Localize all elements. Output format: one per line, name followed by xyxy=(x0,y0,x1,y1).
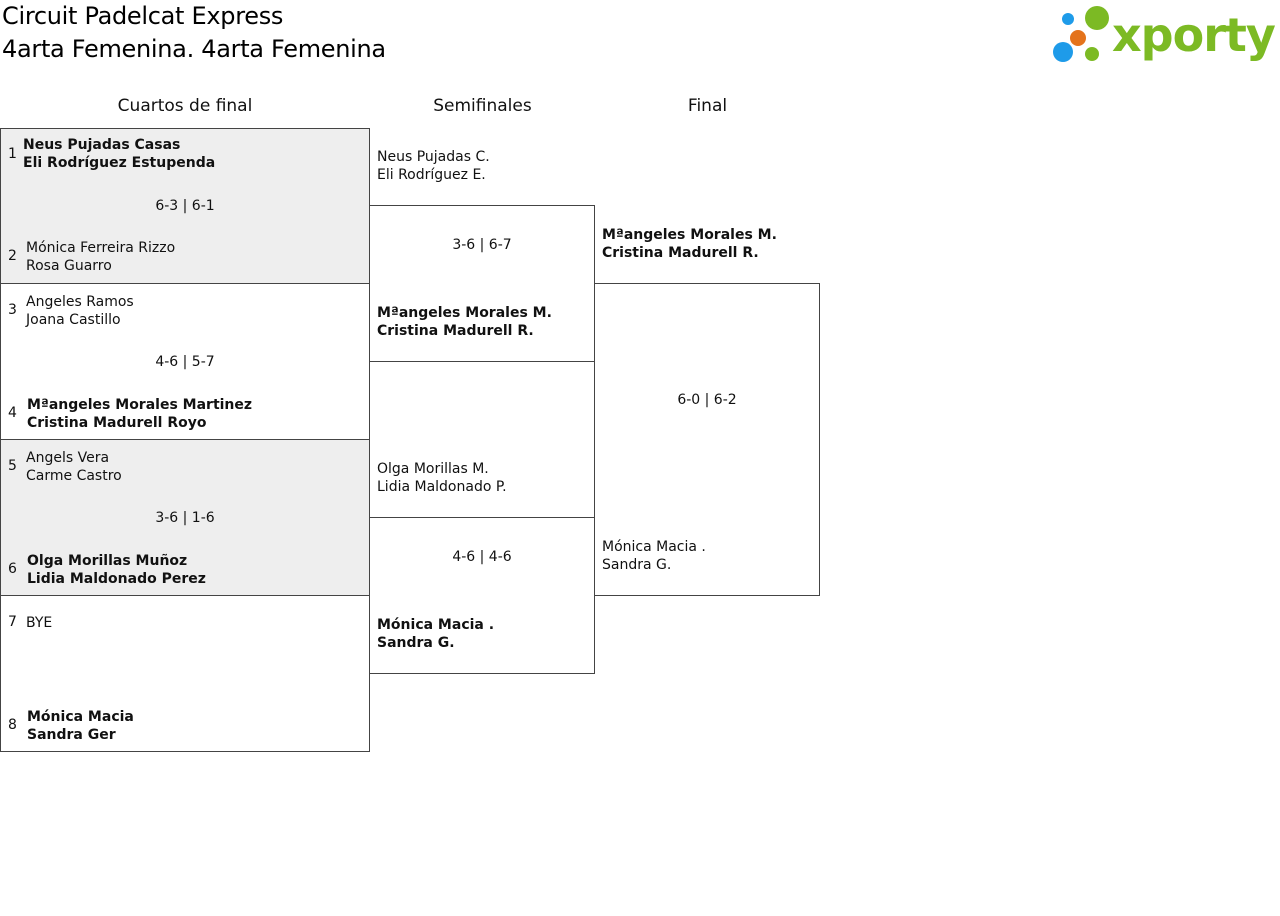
player-name: Mónica Macia xyxy=(27,709,134,725)
seed-number: 6 xyxy=(8,561,17,577)
team-entry: Angeles Ramos Joana Castillo xyxy=(26,293,134,329)
team-entry: Neus Pujadas Casas Eli Rodríguez Estupen… xyxy=(23,136,215,172)
semifinal-1-team-a: Neus Pujadas C. Eli Rodríguez E. xyxy=(377,148,490,184)
player-name: Eli Rodríguez E. xyxy=(377,167,486,183)
player-name: Lidia Maldonado Perez xyxy=(27,571,206,587)
player-name: Olga Morillas M. xyxy=(377,461,489,477)
player-name: Sandra Ger xyxy=(27,727,116,743)
semifinal-2-team-a: Olga Morillas M. Lidia Maldonado P. xyxy=(377,460,507,496)
xporty-logo-text: xporty xyxy=(1112,8,1276,62)
round-header-semifinals: Semifinales xyxy=(433,96,532,116)
player-name: Joana Castillo xyxy=(26,312,121,328)
match-score: 4-6 | 5-7 xyxy=(155,354,215,370)
seed-number: 5 xyxy=(8,458,17,474)
team-entry: Mónica Ferreira Rizzo Rosa Guarro xyxy=(26,239,175,275)
player-name: Olga Morillas Muñoz xyxy=(27,553,188,569)
match-score: 4-6 | 4-6 xyxy=(452,549,512,565)
xporty-logo-dots-icon xyxy=(1053,6,1109,62)
quarterfinal-match-3: 5 Angels Vera Carme Castro 3-6 | 1-6 6 O… xyxy=(0,439,370,596)
tournament-title: Circuit Padelcat Express xyxy=(2,2,284,30)
seed-number: 1 xyxy=(8,146,17,162)
match-score: 3-6 | 1-6 xyxy=(155,510,215,526)
quarterfinal-match-4: 7 BYE 8 Mónica Macia Sandra Ger xyxy=(0,595,370,752)
team-entry: Angels Vera Carme Castro xyxy=(26,449,122,485)
player-name: Cristina Madurell Royo xyxy=(27,415,207,431)
match-score: 6-3 | 6-1 xyxy=(155,198,215,214)
player-name: Cristina Madurell R. xyxy=(377,323,534,339)
team-entry: Mªangeles Morales Martinez Cristina Madu… xyxy=(27,396,252,432)
seed-number: 3 xyxy=(8,302,17,318)
quarterfinal-match-2: 3 Angeles Ramos Joana Castillo 4-6 | 5-7… xyxy=(0,283,370,440)
team-entry: Olga Morillas Muñoz Lidia Maldonado Pere… xyxy=(27,552,206,588)
player-name: Mónica Macia . xyxy=(602,539,706,555)
player-name: Mªangeles Morales M. xyxy=(377,305,552,321)
round-header-final: Final xyxy=(687,96,728,116)
player-name: Sandra G. xyxy=(377,635,455,651)
player-name: Angels Vera xyxy=(26,450,110,466)
player-name: BYE xyxy=(26,615,53,631)
player-name: Carme Castro xyxy=(26,468,122,484)
match-score: 6-0 | 6-2 xyxy=(677,392,737,408)
final-team-a: Mªangeles Morales M. Cristina Madurell R… xyxy=(602,226,777,262)
quarterfinal-match-1: 1 Neus Pujadas Casas Eli Rodríguez Estup… xyxy=(0,128,370,284)
player-name: Sandra G. xyxy=(602,557,672,573)
match-score: 3-6 | 6-7 xyxy=(452,237,512,253)
team-entry: Mónica Macia . Sandra G. xyxy=(602,538,706,574)
player-name: Mªangeles Morales M. xyxy=(602,227,777,243)
final-match: 6-0 | 6-2 Mónica Macia . Sandra G. xyxy=(594,283,820,596)
team-entry: Mónica Macia . Sandra G. xyxy=(377,616,494,652)
seed-number: 4 xyxy=(8,405,17,421)
semifinal-match-2: 4-6 | 4-6 Mónica Macia . Sandra G. xyxy=(369,517,595,674)
seed-number: 8 xyxy=(8,717,17,733)
player-name: Cristina Madurell R. xyxy=(602,245,759,261)
player-name: Neus Pujadas C. xyxy=(377,149,490,165)
seed-number: 7 xyxy=(8,614,17,630)
xporty-logo[interactable]: xporty xyxy=(1050,4,1276,68)
player-name: Angeles Ramos xyxy=(26,294,134,310)
player-name: Mªangeles Morales Martinez xyxy=(27,397,253,413)
semifinal-match-1: 3-6 | 6-7 Mªangeles Morales M. Cristina … xyxy=(369,205,595,362)
player-name: Lidia Maldonado P. xyxy=(377,479,507,495)
team-entry: BYE xyxy=(26,614,52,632)
player-name: Eli Rodríguez Estupenda xyxy=(23,155,216,171)
player-name: Rosa Guarro xyxy=(26,258,112,274)
team-entry: Mªangeles Morales M. Cristina Madurell R… xyxy=(377,304,552,340)
round-header-quarterfinals: Cuartos de final xyxy=(117,96,253,116)
player-name: Mónica Ferreira Rizzo xyxy=(26,240,176,256)
player-name: Neus Pujadas Casas xyxy=(23,137,181,153)
category-title: 4arta Femenina. 4arta Femenina xyxy=(2,35,386,63)
team-entry: Mónica Macia Sandra Ger xyxy=(27,708,134,744)
player-name: Mónica Macia . xyxy=(377,617,495,633)
seed-number: 2 xyxy=(8,248,17,264)
